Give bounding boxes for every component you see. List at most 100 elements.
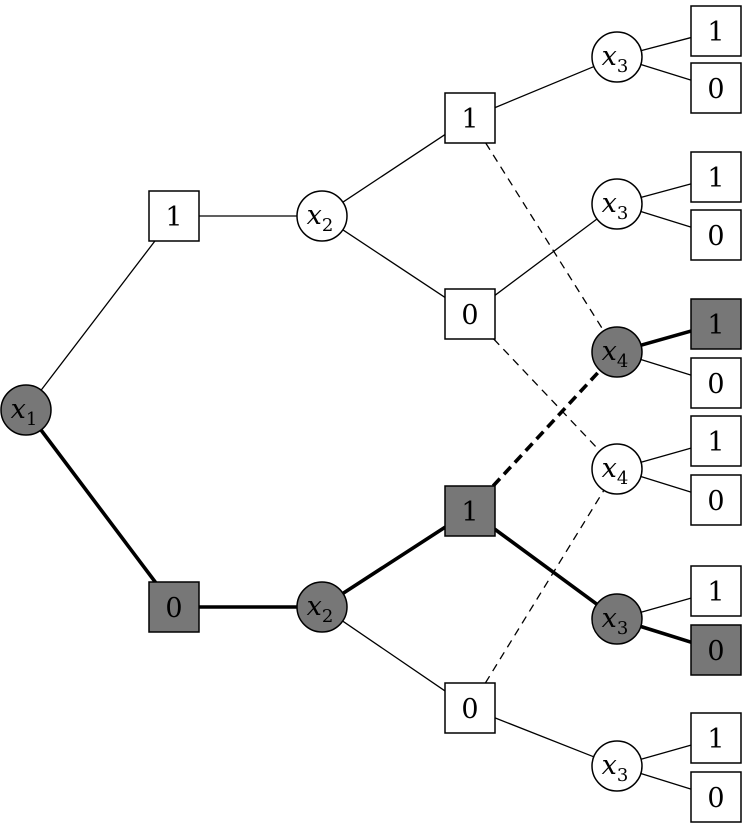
variable-node-x4b: x4 xyxy=(591,443,643,495)
variable-node-label: x3 xyxy=(602,750,629,786)
edge-x4b-to-l_x4b_1 xyxy=(640,447,692,463)
edge-x2a-to-v11 xyxy=(342,133,446,203)
variable-node-x4a: x4 xyxy=(591,326,643,378)
variable-node-circle xyxy=(591,740,643,792)
edge-x3d-to-l_x3d_1 xyxy=(640,744,692,760)
variable-node-label: x4 xyxy=(602,453,629,489)
value-node-v11: 1 xyxy=(444,92,496,144)
value-node-l_x4a_0: 0 xyxy=(690,357,742,409)
edge-x3a-to-l_x3a_0 xyxy=(640,63,692,81)
variable-node-circle xyxy=(591,593,643,645)
value-node-box xyxy=(690,151,742,203)
value-node-label: 1 xyxy=(707,427,724,458)
value-node-l_x3b_0: 0 xyxy=(690,209,742,261)
edge-x3d-to-l_x3d_0 xyxy=(640,772,692,790)
value-node-label: 0 xyxy=(165,593,182,624)
value-node-label: 1 xyxy=(707,310,724,341)
edge-v10-to-x3b xyxy=(494,218,598,296)
value-node-v1: 1 xyxy=(148,190,200,242)
value-node-label: 0 xyxy=(707,74,724,105)
value-node-box xyxy=(690,5,742,57)
edge-x4a-to-l_x4a_1 xyxy=(639,329,693,347)
variable-node-label: x2 xyxy=(307,591,334,627)
edge-x1-to-v1 xyxy=(40,240,156,391)
edge-x3b-to-l_x3b_1 xyxy=(640,183,692,199)
edge-x3c-to-l_x3c_1 xyxy=(640,597,692,613)
value-node-l_x3c_1: 1 xyxy=(690,565,742,617)
edge-v11-to-x4a xyxy=(485,142,605,332)
value-node-box xyxy=(690,712,742,764)
value-node-box xyxy=(690,565,742,617)
variable-node-x3a: x3 xyxy=(591,31,643,83)
edge-v10-to-x4b xyxy=(493,338,601,452)
value-node-label: 0 xyxy=(461,694,478,725)
variable-node-label: x3 xyxy=(602,603,629,639)
value-node-box xyxy=(444,92,496,144)
value-node-l_x3c_0: 0 xyxy=(690,624,742,676)
value-node-label: 1 xyxy=(707,163,724,194)
value-node-label: 1 xyxy=(461,104,478,135)
value-node-label: 1 xyxy=(707,577,724,608)
variable-node-circle xyxy=(296,190,348,242)
value-node-l_x3a_0: 0 xyxy=(690,62,742,114)
value-node-box xyxy=(148,190,200,242)
value-node-v01: 1 xyxy=(444,485,496,537)
edge-x3b-to-l_x3b_0 xyxy=(640,210,692,228)
variable-node-x3b: x3 xyxy=(591,178,643,230)
variable-node-x3c: x3 xyxy=(591,593,643,645)
value-node-l_x4b_0: 0 xyxy=(690,474,742,526)
value-node-label: 0 xyxy=(707,783,724,814)
variable-node-x1: x1 xyxy=(0,384,52,436)
value-node-l_x4a_1: 1 xyxy=(690,298,742,350)
value-node-label: 0 xyxy=(707,636,724,667)
variable-node-circle xyxy=(591,178,643,230)
value-node-label: 1 xyxy=(707,724,724,755)
edge-x4b-to-l_x4b_0 xyxy=(640,475,692,493)
value-node-box xyxy=(690,415,742,467)
edge-v00-to-x3d xyxy=(494,717,595,758)
value-node-box xyxy=(444,288,496,340)
edge-x3a-to-l_x3a_1 xyxy=(640,36,692,52)
variable-node-label: x3 xyxy=(602,188,629,224)
nodes-layer: x1 x2 x2 x3 x3 x4 x4 x3 x3 1 0 1 0 1 0 1 0 1 0 1 0 1 0 1 0 1 0 xyxy=(0,5,742,823)
variable-node-circle xyxy=(591,443,643,495)
edge-v01-to-x4a xyxy=(491,369,602,488)
variable-node-label: x2 xyxy=(307,200,334,236)
value-node-box xyxy=(690,357,742,409)
value-node-v00: 0 xyxy=(444,682,496,734)
value-node-l_x4b_1: 1 xyxy=(690,415,742,467)
value-node-v10: 0 xyxy=(444,288,496,340)
variable-node-circle xyxy=(0,384,52,436)
value-node-l_x3b_1: 1 xyxy=(690,151,742,203)
variable-node-x3d: x3 xyxy=(591,740,643,792)
value-node-label: 0 xyxy=(707,486,724,517)
value-node-box xyxy=(148,581,200,633)
value-node-l_x3d_1: 1 xyxy=(690,712,742,764)
edge-x2a-to-v10 xyxy=(342,229,446,299)
value-node-box xyxy=(690,474,742,526)
edge-x2b-to-v00 xyxy=(341,620,446,692)
value-node-box xyxy=(690,298,742,350)
value-node-label: 1 xyxy=(707,17,724,48)
edge-x1-to-v0 xyxy=(39,428,158,584)
variable-node-circle xyxy=(296,581,348,633)
variable-node-x2a: x2 xyxy=(296,190,348,242)
variable-node-circle xyxy=(591,326,643,378)
variable-node-label: x4 xyxy=(602,336,629,372)
variable-node-label: x1 xyxy=(11,394,38,430)
value-node-label: 0 xyxy=(461,300,478,331)
value-node-box xyxy=(444,485,496,537)
value-node-box xyxy=(690,209,742,261)
value-node-label: 1 xyxy=(461,497,478,528)
value-node-box xyxy=(690,62,742,114)
edge-v00-to-x4b xyxy=(484,489,605,684)
value-node-box xyxy=(690,771,742,823)
value-node-label: 1 xyxy=(165,202,182,233)
variable-node-x2b: x2 xyxy=(296,581,348,633)
value-node-label: 0 xyxy=(707,369,724,400)
edge-x2b-to-v01 xyxy=(341,525,447,596)
edge-x3c-to-l_x3c_0 xyxy=(639,624,693,644)
variable-node-label: x3 xyxy=(602,41,629,77)
edge-x4a-to-l_x4a_0 xyxy=(640,358,692,376)
